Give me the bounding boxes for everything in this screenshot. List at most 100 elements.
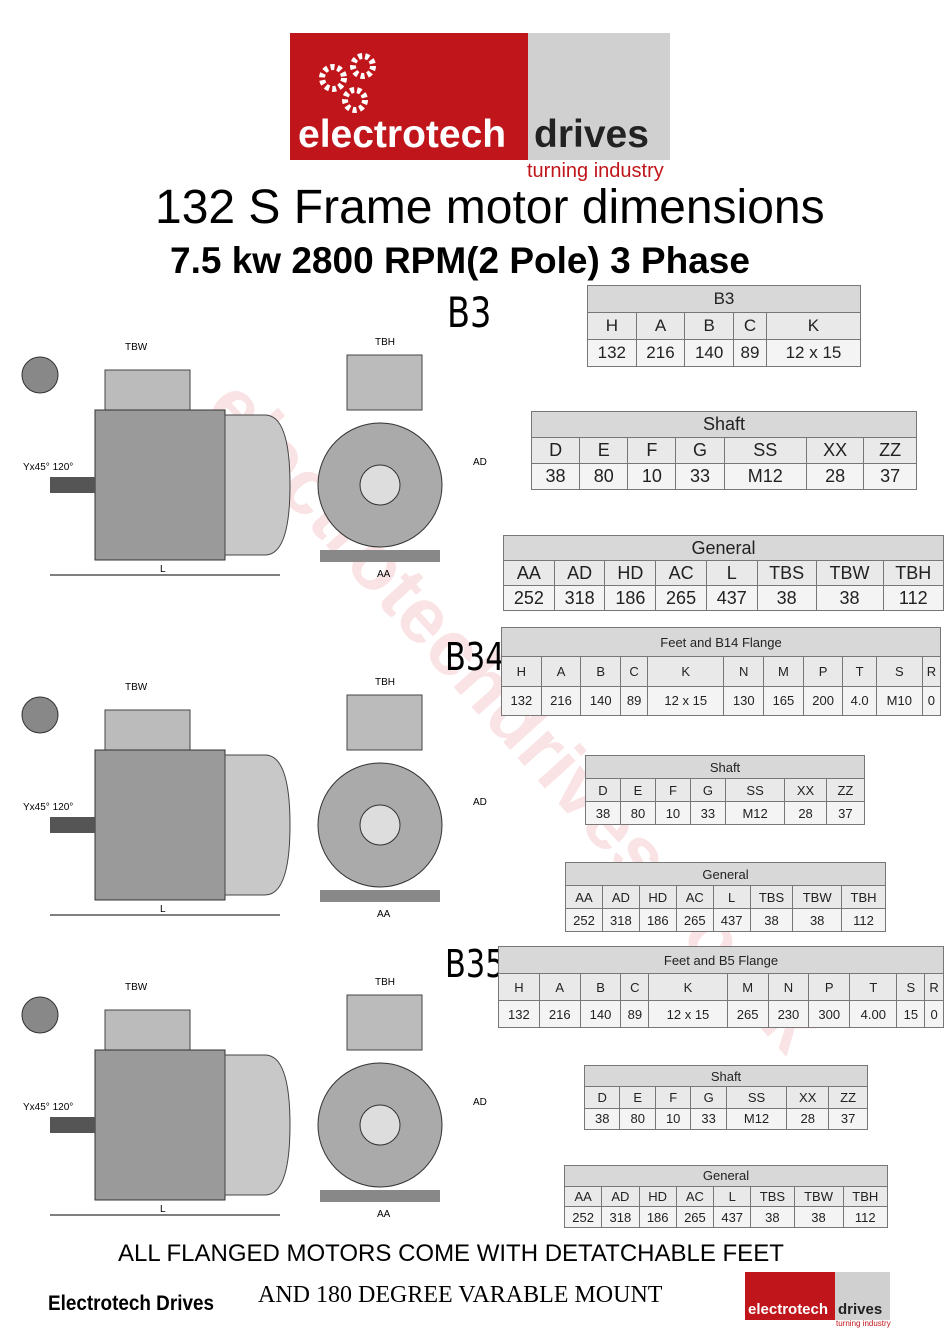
dim-label-tbh: TBH — [375, 977, 395, 988]
column-header: TBS — [750, 1185, 795, 1208]
column-header: XX — [784, 778, 827, 802]
fan-cover — [224, 754, 291, 896]
column-header: R — [924, 973, 944, 1001]
logo: electrotech drives — [290, 33, 670, 160]
column-header: TBW — [815, 560, 884, 586]
column-header: M — [763, 656, 804, 687]
column-header: AD — [601, 1185, 640, 1208]
dim-label-tbw: TBW — [125, 982, 148, 993]
shaft-end-view — [21, 696, 59, 734]
column-header: G — [689, 778, 726, 802]
dim-label-ad: AD — [473, 457, 487, 468]
table-cell: 216 — [538, 1000, 581, 1028]
table-cell: 318 — [553, 585, 606, 611]
table-cell: 437 — [712, 908, 751, 932]
table-cell: 12 x 15 — [765, 339, 862, 367]
column-header: HD — [604, 560, 657, 586]
column-header: K — [647, 656, 725, 687]
section-b35: B35 — [445, 942, 505, 986]
feet — [320, 1190, 440, 1202]
b3-motor-drawing: L TBW Yx45° 120° TBH AA AD — [21, 337, 487, 580]
column-header: A — [538, 973, 581, 1001]
table-cell: M10 — [875, 685, 923, 717]
column-header: G — [675, 437, 725, 464]
dim-label-l: L — [160, 904, 166, 915]
dim-label-aa: AA — [377, 909, 391, 920]
table-cell: 318 — [601, 1206, 640, 1228]
shaft — [50, 1117, 95, 1133]
footer-logo: electrotech drives — [745, 1272, 890, 1320]
footer-logo-tagline: turning industry — [836, 1319, 891, 1328]
table-cell: 252 — [565, 908, 603, 932]
column-header: N — [723, 656, 765, 687]
table-title: Shaft — [531, 411, 917, 438]
table-cell: 437 — [713, 1206, 752, 1228]
section-b3: B3 — [447, 288, 492, 337]
column-header: TBS — [749, 885, 794, 909]
column-header: TBW — [793, 1185, 844, 1208]
footer-logo-word2: drives — [838, 1301, 883, 1318]
table-cell: 252 — [503, 585, 555, 611]
table-title: General — [503, 535, 944, 561]
column-header: P — [808, 973, 851, 1001]
column-header: S — [896, 973, 926, 1001]
table-cell: 89 — [732, 339, 767, 367]
dim-label-aa: AA — [377, 569, 391, 580]
column-header: AC — [675, 885, 714, 909]
feet — [320, 550, 440, 562]
table-cell: 140 — [684, 339, 734, 367]
column-header: ZZ — [828, 1086, 868, 1109]
column-header: C — [620, 656, 649, 687]
section-b34: B34 — [445, 635, 505, 679]
table-cell: 112 — [842, 1206, 889, 1228]
dim-label-chamfer: Yx45° 120° — [23, 802, 73, 813]
dim-label-tbh: TBH — [375, 677, 395, 688]
table-title: Feet and B5 Flange — [498, 946, 944, 974]
terminal-box — [104, 709, 191, 756]
table-cell: 80 — [579, 463, 629, 490]
table-cell: 33 — [675, 463, 725, 490]
column-header: A — [540, 656, 582, 687]
table-cell: 38 — [585, 801, 621, 825]
column-header: H — [498, 973, 540, 1001]
footer-company: Electrotech Drives — [48, 1292, 214, 1315]
table-cell: 112 — [841, 908, 886, 932]
table-cell: 130 — [723, 685, 765, 717]
table-cell: 112 — [882, 585, 945, 611]
table-title: General — [564, 1165, 888, 1187]
table-cell: 28 — [786, 1107, 830, 1131]
column-header: E — [619, 778, 656, 802]
column-header: AD — [601, 885, 640, 909]
column-header: T — [842, 656, 877, 687]
shaft — [50, 477, 95, 493]
dim-label-tbw: TBW — [125, 342, 148, 353]
logo-word-drives: drives — [534, 113, 649, 156]
column-header: A — [635, 312, 686, 340]
footer-line-2: AND 180 DEGREE VARABLE MOUNT — [258, 1282, 663, 1308]
dim-label-ad: AD — [473, 1097, 487, 1108]
column-header: TBH — [842, 1185, 889, 1208]
table-cell: 140 — [579, 1000, 622, 1028]
table-cell: 38 — [530, 463, 581, 490]
column-header: AC — [655, 560, 707, 586]
column-header: TBH — [841, 885, 886, 909]
table-cell: 89 — [620, 685, 649, 717]
footer-line-1: ALL FLANGED MOTORS COME WITH DETATCHABLE… — [118, 1240, 784, 1267]
table-cell: 4.0 — [842, 685, 877, 717]
table-cell: 318 — [601, 908, 640, 932]
dim-label-l: L — [160, 564, 166, 575]
column-header: AD — [553, 560, 606, 586]
table-cell: 140 — [580, 685, 622, 717]
table-cell: 38 — [583, 1107, 621, 1131]
column-header: T — [849, 973, 898, 1001]
terminal-box — [104, 1009, 191, 1056]
table-cell: M12 — [723, 463, 808, 490]
column-header: L — [712, 885, 751, 909]
column-header: F — [654, 1086, 692, 1109]
table-cell: 10 — [627, 463, 677, 490]
table-cell: 28 — [784, 801, 827, 825]
logo-word-electrotech: electrotech — [298, 113, 507, 156]
